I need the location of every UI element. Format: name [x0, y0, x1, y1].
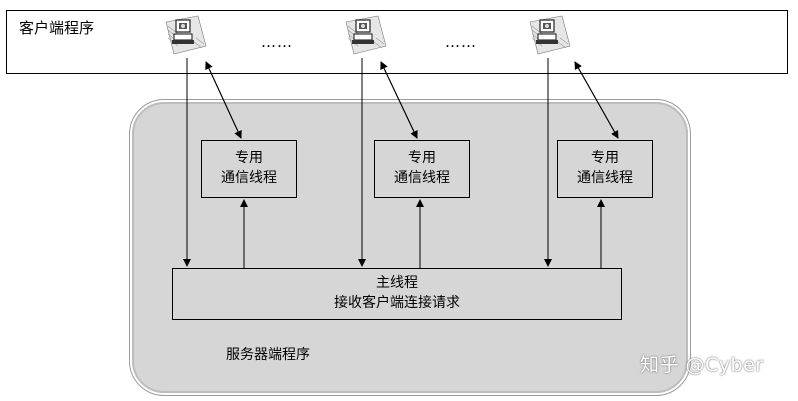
zhihu-watermark: 知乎 @Cyber [640, 354, 764, 376]
main-thread-box: 主线程 接收客户端连接请求 [172, 268, 622, 320]
computer-icon-1 [165, 15, 207, 55]
main-thread-desc: 接收客户端连接请求 [334, 295, 460, 311]
server-program-label: 服务器端程序 [226, 347, 310, 363]
comm-thread-1-line1: 专用 [235, 150, 263, 166]
client-program-label: 客户端程序 [19, 19, 95, 37]
comm-thread-box-3: 专用 通信线程 [557, 140, 653, 198]
comm-thread-3-line1: 专用 [591, 150, 619, 166]
comm-thread-3-line2: 通信线程 [577, 170, 633, 186]
ellipsis-right: …… [445, 33, 477, 51]
ellipsis-left: …… [261, 33, 293, 51]
comm-thread-2-line1: 专用 [408, 150, 436, 166]
main-thread-title: 主线程 [376, 275, 418, 291]
computer-icon-3 [529, 15, 571, 55]
client-program-area: 客户端程序 …… …… [6, 10, 788, 74]
computer-icon-2 [345, 15, 387, 55]
comm-thread-box-1: 专用 通信线程 [201, 140, 297, 198]
comm-thread-1-line2: 通信线程 [221, 170, 277, 186]
comm-thread-box-2: 专用 通信线程 [374, 140, 470, 198]
comm-thread-2-line2: 通信线程 [394, 170, 450, 186]
